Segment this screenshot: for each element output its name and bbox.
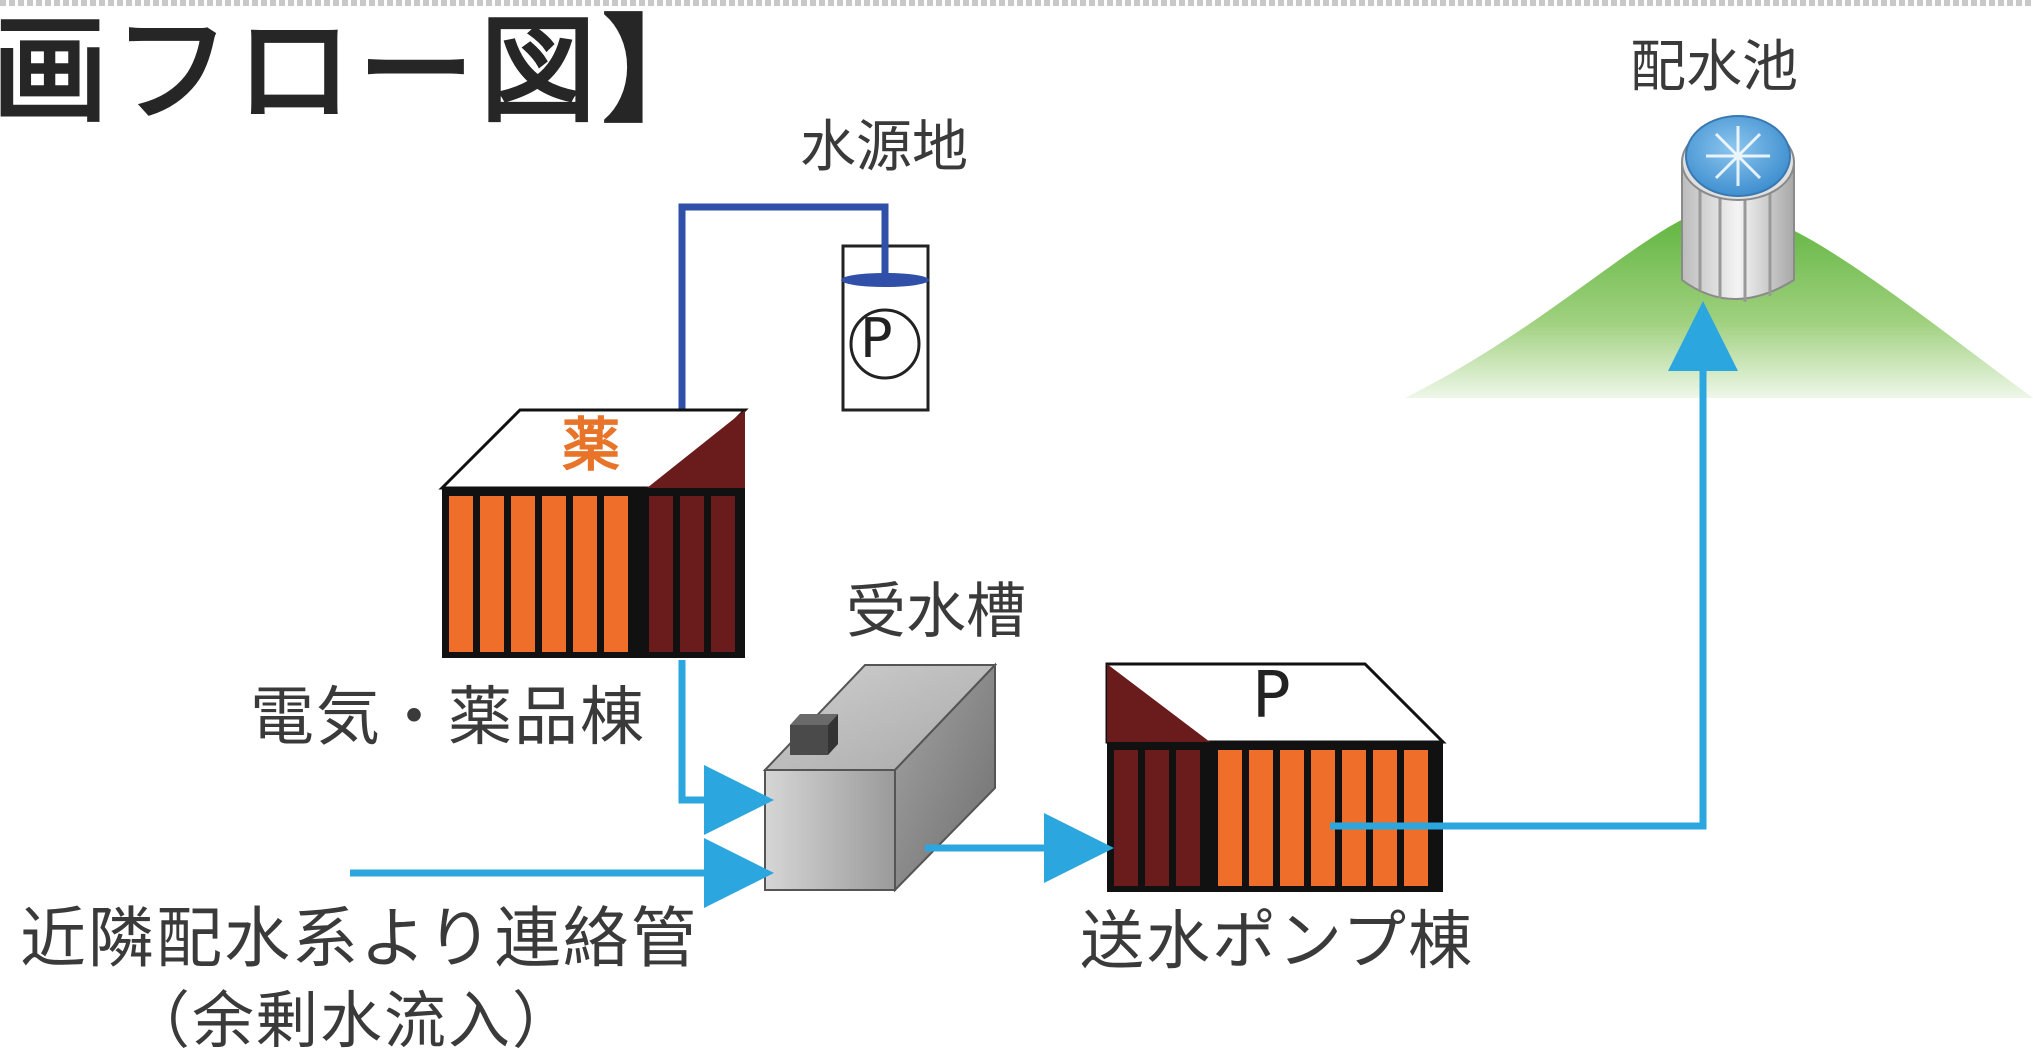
electric-chemical-building-label: 電気・薬品棟 [250, 681, 646, 755]
raw-water-pipe [678, 203, 889, 410]
pump-building-p-mark: P [1252, 659, 1291, 733]
pump-building-label: 送水ポンプ棟 [1080, 905, 1475, 979]
connection-pipe-note: （余剰水流入） [128, 984, 577, 1057]
building-to-tank-pipe [678, 660, 774, 835]
connection-pipe-label: 近隣配水系より連絡管 [20, 900, 699, 977]
water-tank-icon [762, 662, 998, 893]
receiving-tank-label: 受水槽 [846, 577, 1026, 647]
reservoir-tank-icon [1681, 115, 1795, 302]
pump-to-reservoir-pipe [1330, 301, 1738, 830]
page-title: 画フロー図】 [0, 4, 724, 139]
pump-building-icon [1105, 662, 1447, 892]
water-source-label: 水源地 [800, 115, 968, 180]
source-pump-p-mark: P [860, 307, 893, 370]
chemical-mark: 薬 [562, 411, 621, 479]
building-icon [438, 408, 749, 658]
reservoir-label: 配水池 [1630, 35, 1798, 100]
